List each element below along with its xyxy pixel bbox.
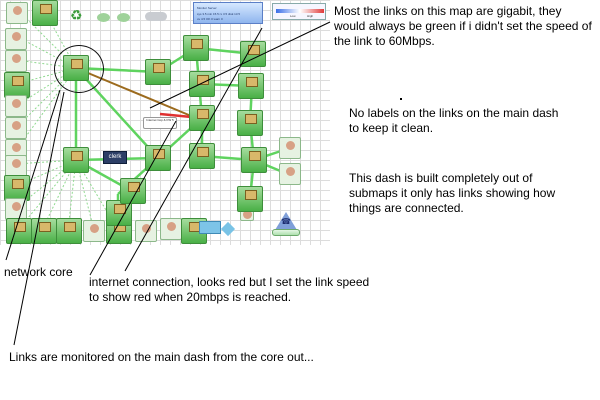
- cloud-icon: [145, 12, 167, 21]
- link-dotted[interactable]: [15, 159, 77, 187]
- clerk-logo[interactable]: clerk: [103, 151, 127, 164]
- site-node[interactable]: [5, 50, 27, 72]
- site-node[interactable]: [183, 35, 209, 61]
- site-node[interactable]: [5, 117, 27, 139]
- network-device-icon[interactable]: [199, 221, 221, 234]
- link-dotted[interactable]: [43, 9, 77, 69]
- site-node[interactable]: [6, 2, 28, 24]
- site-node[interactable]: [83, 220, 105, 242]
- note-internet-connection: internet connection, looks red but I set…: [89, 275, 370, 304]
- firewall-node[interactable]: [189, 105, 215, 131]
- link-speed-scale: Low High: [272, 3, 326, 20]
- legend-line-2: sys 3.5 min 15.5 rx 3.5 disk 13.5: [197, 12, 241, 16]
- distribution-switch-node[interactable]: [63, 147, 89, 173]
- note-no-link-labels: No labels on the links on the main dash …: [349, 106, 559, 135]
- note-links-monitored: Links are monitored on the main dash fro…: [9, 350, 314, 364]
- scale-high-label: High: [307, 14, 314, 18]
- site-node[interactable]: [32, 0, 58, 26]
- scale-gradient-bar: [276, 9, 324, 13]
- site-node[interactable]: [56, 218, 82, 244]
- note-gigabit-links: Most the links on this map are gigabit, …: [334, 4, 592, 48]
- site-node[interactable]: [135, 220, 157, 242]
- note-submaps: This dash is built completely out of sub…: [349, 171, 556, 215]
- link-dotted[interactable]: [17, 159, 77, 231]
- site-node[interactable]: [241, 147, 267, 173]
- internet-connection-node[interactable]: Internet Cop & FW 5: [143, 117, 177, 129]
- scale-low-label: Low: [290, 14, 296, 18]
- site-node[interactable]: [145, 59, 171, 85]
- site-node[interactable]: [237, 186, 263, 212]
- site-node[interactable]: [31, 218, 57, 244]
- distribution-switch-node[interactable]: [145, 145, 171, 171]
- recycle-icon[interactable]: ♻: [70, 7, 83, 23]
- network-core-highlight-circle: [54, 45, 104, 93]
- note-network-core: network core: [4, 265, 73, 279]
- site-node[interactable]: [189, 143, 215, 169]
- stray-dot: [400, 98, 402, 100]
- phone-system-icon[interactable]: [275, 212, 297, 230]
- site-node[interactable]: [5, 95, 27, 117]
- status-lamp-icon: [117, 13, 130, 22]
- site-node[interactable]: [238, 73, 264, 99]
- main-dashboard-map: ♻ Monitor Server sys 3.5 min 15.5 rx 3.5…: [0, 0, 330, 245]
- site-node[interactable]: [5, 155, 27, 177]
- site-node[interactable]: [272, 229, 300, 236]
- monitor-server-legend[interactable]: Monitor Server sys 3.5 min 15.5 rx 3.5 d…: [193, 2, 263, 24]
- site-node[interactable]: [237, 110, 263, 136]
- site-node[interactable]: [279, 163, 301, 185]
- legend-line-3: ov 4.5 OK 0 warn 0: [197, 17, 223, 21]
- site-node[interactable]: [120, 178, 146, 204]
- site-node[interactable]: [279, 137, 301, 159]
- phone-icon: ☎: [281, 217, 291, 226]
- legend-line-1: Monitor Server: [197, 6, 217, 10]
- site-node[interactable]: [5, 28, 27, 50]
- site-node[interactable]: [160, 218, 182, 240]
- status-lamp-icon: [97, 13, 110, 22]
- site-node[interactable]: [106, 200, 132, 226]
